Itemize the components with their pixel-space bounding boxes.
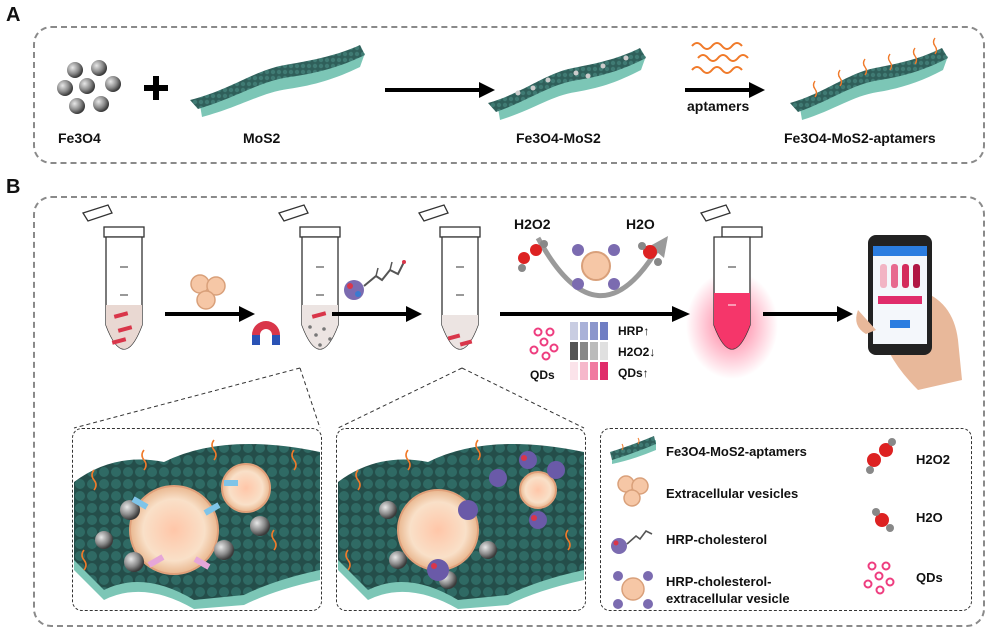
- fe3o4-mos2-aptamers-sheet-icon: [790, 37, 948, 120]
- hrp-cholesterol-icon: [344, 260, 406, 300]
- tube-sample-icon: [82, 204, 145, 350]
- legend-extracellular-vesicles: Extracellular vesicles: [666, 486, 799, 501]
- h2o-molecule-icon: [638, 242, 662, 266]
- fe3o4-mos2-label: Fe3O4-MoS2: [516, 130, 601, 146]
- legend-hrp-cholesterol: HRP-cholesterol: [666, 532, 768, 547]
- legend-qds: QDs: [916, 570, 943, 585]
- aptamer-strands-icon: [691, 42, 749, 74]
- h2o2-molecule-icon: [518, 240, 548, 272]
- legend-fe3o4-mos2-aptamers: Fe3O4-MoS2-aptamers: [666, 444, 807, 459]
- signal-bars-icon: [570, 322, 608, 380]
- legend-hrp-cholesterol-icon: [611, 529, 653, 554]
- arrow-right-icon: [685, 82, 765, 98]
- legend-h2o2-icon: [866, 438, 896, 474]
- panel-b-letter: B: [6, 176, 21, 198]
- legend-h2o-icon: [872, 508, 894, 532]
- legend-ev-icon: [617, 475, 649, 507]
- panel-a-box: [33, 26, 985, 164]
- qds-up-label: QDs↑: [618, 366, 649, 380]
- hrp-bound-ev-illustration: [338, 439, 584, 609]
- fe3o4-nanoparticles-icon: [57, 60, 121, 114]
- h2o2-down-label: H2O2↓: [618, 345, 656, 359]
- legend-box: [600, 428, 972, 611]
- aptamers-label: aptamers: [687, 98, 750, 114]
- arrow-right-icon: [165, 306, 255, 322]
- legend-hrp-cholesterol-ev-line2: extracellular vesicle: [666, 591, 790, 606]
- hrp-up-label: HRP↑: [618, 324, 650, 338]
- tube-captured-icon: [418, 204, 481, 350]
- zoom-box-capture: [72, 428, 322, 611]
- arrow-right-icon: [385, 82, 495, 98]
- fe3o4-label: Fe3O4: [58, 130, 101, 146]
- ev-cluster-icon: [190, 274, 226, 310]
- mos2-sheet-icon: [190, 45, 365, 117]
- qds-cluster-icon: [529, 327, 559, 361]
- panel-b-box: [33, 196, 985, 627]
- fe3o4-mos2-sheet-icon: [488, 48, 646, 120]
- arrow-right-icon: [332, 306, 422, 322]
- zoom-box-hrp-binding: [336, 428, 586, 611]
- arrow-right-icon: [763, 306, 853, 322]
- plus-icon: [144, 76, 168, 100]
- hrp-cholesterol-ev-icon: [572, 244, 620, 290]
- legend-h2o2: H2O2: [916, 452, 950, 467]
- panel-a-letter: A: [6, 4, 21, 26]
- h2o-label: H2O: [626, 216, 655, 232]
- legend-hrp-cholesterol-ev-icon: [613, 571, 653, 609]
- arrow-right-long-icon: [500, 306, 690, 322]
- smartphone-readout-icon: [856, 235, 962, 390]
- legend-sheet-icon: [610, 436, 656, 464]
- qds-label: QDs: [530, 368, 555, 382]
- mos2-label: MoS2: [243, 130, 281, 146]
- fe3o4-mos2-aptamers-label: Fe3O4-MoS2-aptamers: [784, 130, 936, 146]
- legend-h2o: H2O: [916, 510, 943, 525]
- tube-magnet-icon: [252, 204, 341, 350]
- legend-hrp-cholesterol-ev-line1: HRP-cholesterol-: [666, 574, 772, 589]
- legend-qds-icon: [863, 561, 895, 595]
- tube-fluorescent-icon: [686, 204, 778, 379]
- reaction-curved-arrow-icon: [535, 236, 668, 299]
- h2o2-label: H2O2: [514, 216, 551, 232]
- captured-ev-on-sheet-illustration: [74, 439, 320, 609]
